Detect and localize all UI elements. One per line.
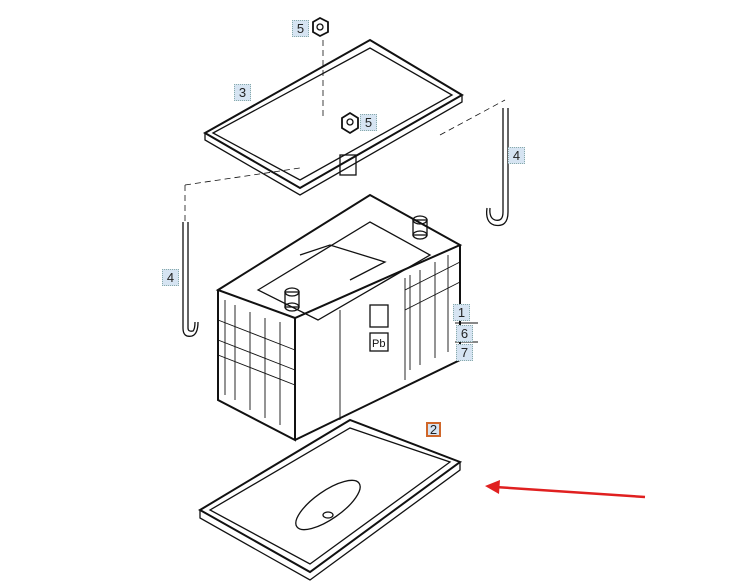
battery-cover (202, 38, 464, 196)
callout-part-7[interactable]: 7 (456, 344, 473, 361)
callout-nut-top[interactable]: 5 (292, 20, 309, 37)
hold-down-rod-right (486, 108, 509, 227)
battery-marking: Pb (372, 338, 385, 350)
nut-icon (312, 16, 329, 38)
red-pointer-arrow (485, 480, 646, 499)
battery: Pb (215, 193, 463, 442)
callout-part-6[interactable]: 6 (456, 325, 473, 342)
callout-cover[interactable]: 3 (234, 84, 251, 101)
callout-battery[interactable]: 1 (453, 304, 470, 321)
guide-lines (184, 40, 506, 222)
hold-down-rod-left (182, 222, 199, 337)
callout-nut-mid[interactable]: 5 (360, 114, 377, 131)
nut-icon (341, 111, 359, 135)
terminal-icon (284, 287, 300, 312)
terminal-icon (412, 215, 428, 240)
battery-tray (198, 418, 463, 581)
callout-tray[interactable]: 2 (426, 422, 441, 437)
callout-rod-right[interactable]: 4 (508, 147, 525, 164)
callout-rod-left[interactable]: 4 (162, 269, 179, 286)
